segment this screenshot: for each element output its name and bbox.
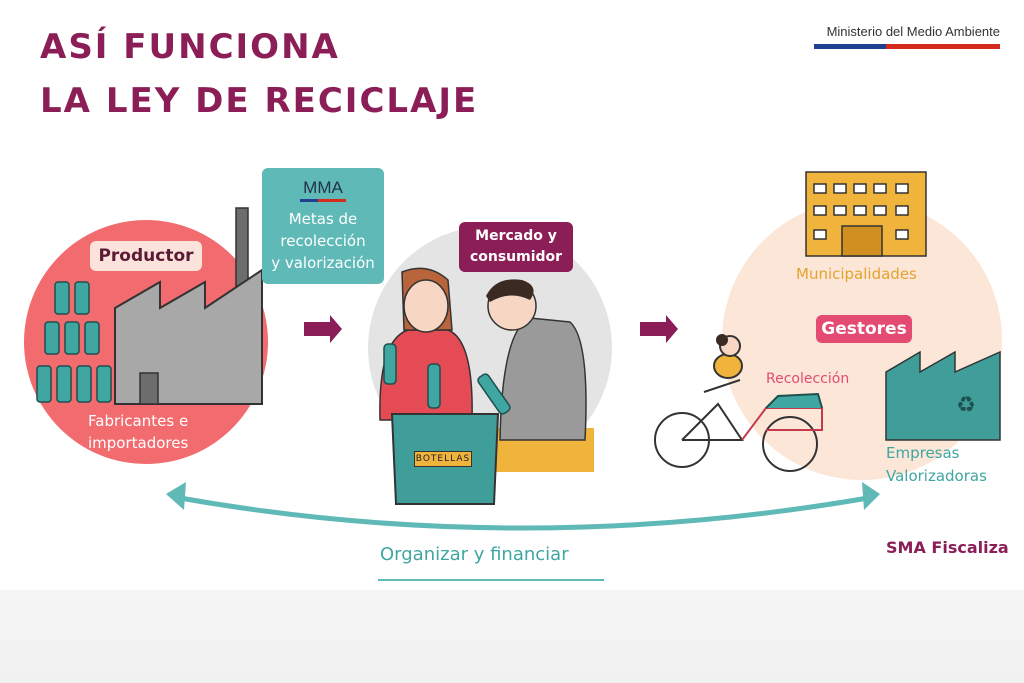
collection-label: Recolección bbox=[766, 371, 850, 387]
ministry-flag-bar bbox=[814, 44, 1000, 49]
mma-logo-bar bbox=[300, 199, 346, 202]
enforcement-label: SMA Fiscaliza bbox=[886, 538, 1009, 557]
factory-icon bbox=[114, 207, 263, 405]
cycle-arrow bbox=[166, 482, 880, 531]
recycle-icon: ♻ bbox=[956, 393, 976, 418]
producer-tag: Productor bbox=[90, 241, 202, 271]
municipal-building-icon bbox=[805, 171, 927, 257]
ministry-name: Ministerio del Medio Ambiente bbox=[826, 24, 1000, 39]
market-tag: Mercado y consumidor bbox=[459, 222, 573, 272]
cycle-label: Organizar y financiar bbox=[380, 544, 569, 565]
title-line-2: LA LEY DE RECICLAJE bbox=[40, 81, 479, 121]
title-line-1: ASÍ FUNCIONA bbox=[40, 27, 340, 67]
mma-goals-text: Metas de recolección y valorización bbox=[271, 210, 375, 272]
cargo-bike-icon bbox=[654, 334, 823, 472]
producer-caption: Fabricantes e importadores bbox=[88, 412, 189, 452]
arrow-right-2-icon bbox=[640, 315, 678, 343]
mma-goals-box: MMA Metas de recolección y valorización bbox=[262, 168, 384, 284]
municipal-label: Municipalidades bbox=[796, 265, 917, 283]
arrow-right-head-icon bbox=[862, 482, 880, 510]
managers-tag: Gestores bbox=[816, 315, 912, 343]
background-footer-band bbox=[0, 590, 1024, 683]
arrow-right-1-icon bbox=[304, 315, 342, 343]
companies-label: Empresas Valorizadoras bbox=[886, 444, 987, 485]
cycle-label-underline bbox=[378, 579, 604, 581]
recycling-plant-icon: ♻ bbox=[885, 350, 1001, 441]
bottle-stack-icon bbox=[36, 281, 112, 403]
arrow-left-head-icon bbox=[166, 482, 186, 510]
bag-label: BOTELLAS bbox=[414, 451, 472, 467]
mma-logo: MMA bbox=[303, 178, 343, 197]
